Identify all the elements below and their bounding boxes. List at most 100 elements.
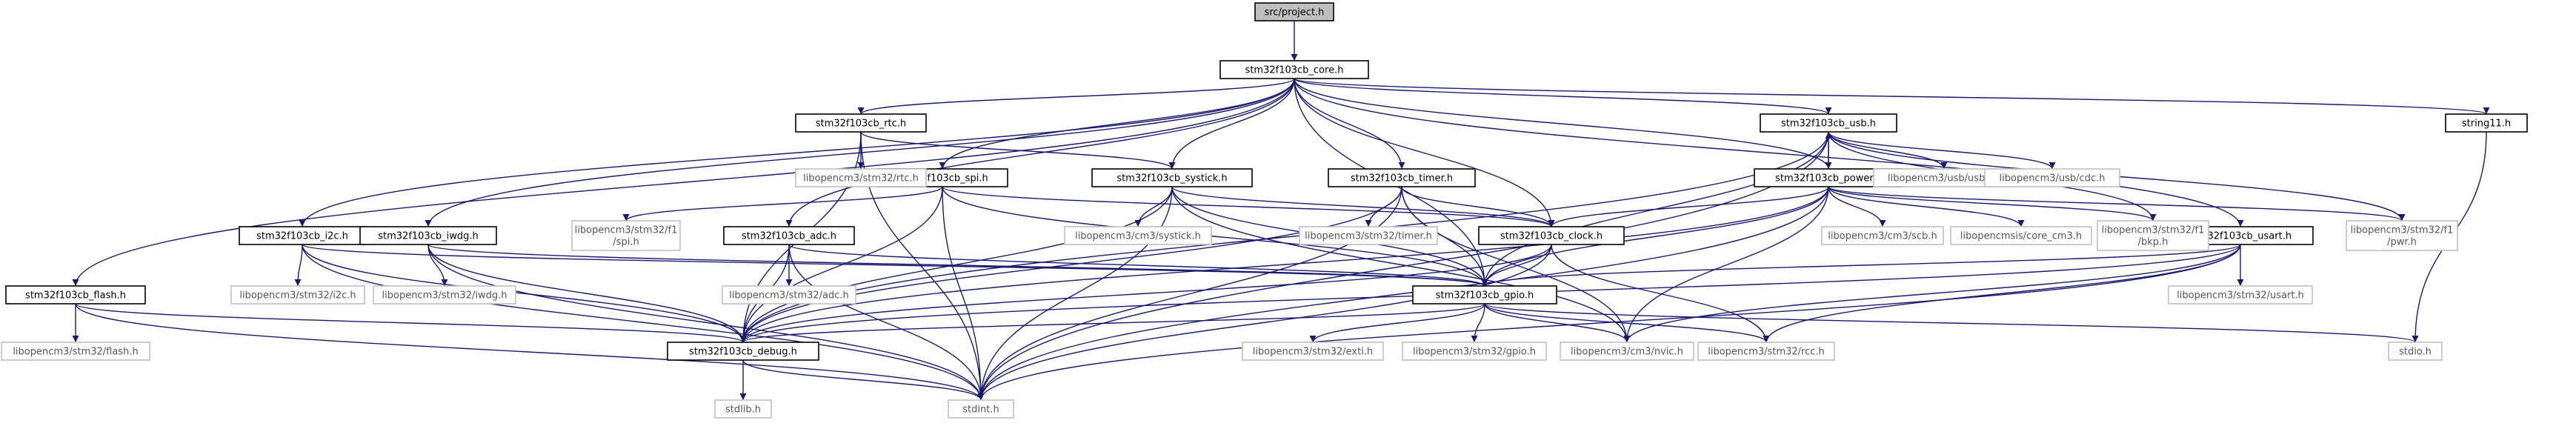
node-timer[interactable]: stm32f103cb_timer.h (1328, 168, 1476, 187)
node-label: libopencm3/stm32/flash.h (13, 347, 138, 358)
node-clock[interactable]: stm32f103cb_clock.h (1478, 226, 1625, 245)
node-box (795, 168, 927, 187)
node-box (1478, 226, 1625, 245)
node-ext-rcc: libopencm3/stm32/rcc.h (1697, 342, 1835, 361)
edges-layer (72, 20, 2489, 401)
edge-core-to-clock (1294, 78, 1555, 227)
node-label: stdlib.h (725, 405, 761, 416)
node-box (1760, 113, 1897, 133)
node-gpio[interactable]: stm32f103cb_gpio.h (1412, 285, 1557, 304)
node-box (571, 220, 681, 251)
edge-iwdg-to-stdint (427, 244, 985, 401)
edge-clock-to-debug (739, 244, 1552, 343)
node-box (1984, 168, 2120, 187)
edge-gpio-to-ext_rcc (1484, 303, 1770, 343)
edge-rtc-to-systick (860, 131, 1176, 170)
node-ext-pwr: libopencm3/stm32/f1/pwr.h (2346, 220, 2458, 251)
node-rtc[interactable]: stm32f103cb_rtc.h (795, 113, 927, 133)
edge-core-to-string11 (1294, 78, 2489, 115)
node-iwdg[interactable]: stm32f103cb_iwdg.h (359, 226, 497, 245)
edge-core-to-systick (1168, 78, 1295, 170)
node-label: libopencm3/stm32/adc.h (729, 290, 849, 302)
node-flash[interactable]: stm32f103cb_flash.h (5, 285, 146, 304)
edge-usb-to-ext_usbd (1828, 131, 1948, 170)
node-label: stm32f103cb_power.h (1775, 173, 1882, 184)
node-ext-iwdg: libopencm3/stm32/iwdg.h (373, 285, 516, 304)
node-string11[interactable]: string11.h (2445, 113, 2528, 133)
node-ext-scb: libopencm3/cm3/scb.h (1821, 226, 1944, 245)
edge-i2c-to-ext_i2c (294, 244, 303, 287)
node-i2c[interactable]: stm32f103cb_i2c.h (239, 226, 366, 245)
node-label: stm32f103cb_debug.h (689, 347, 797, 358)
node-label: libopencm3/stm32/rtc.h (803, 173, 919, 184)
node-box (1328, 168, 1476, 187)
node-box (1821, 226, 1944, 245)
edge-adc-to-stdint (788, 244, 985, 401)
node-ext-exti: libopencm3/stm32/exti.h (1242, 342, 1384, 361)
node-systick[interactable]: stm32f103cb_systick.h (1091, 168, 1253, 187)
edge-core-to-power (1294, 78, 1832, 170)
edge-i2c-to-stdint (302, 244, 985, 401)
node-box (1091, 168, 1253, 187)
edge-i2c-to-gpio (302, 244, 1488, 287)
edge-usb-to-debug (739, 131, 1829, 343)
node-label: libopencm3/usb/usbd.h (1888, 173, 2000, 184)
edge-spi-to-stdint (942, 186, 985, 401)
node-debug[interactable]: stm32f103cb_debug.h (667, 342, 819, 361)
edge-core-to-timer (1294, 78, 1405, 170)
edge-gpio-to-ext_exti (1309, 303, 1485, 343)
edge-power-to-clock (1548, 186, 1829, 227)
edge-core-to-spi (939, 78, 1295, 170)
node-label: libopencm3/stm32/f1/spi.h (575, 225, 678, 248)
node-label: stm32f103cb_gpio.h (1436, 290, 1534, 302)
node-label: stm32f103cb_usb.h (1781, 119, 1876, 130)
node-box (1299, 226, 1438, 245)
node-ext-spi: libopencm3/stm32/f1/spi.h (571, 220, 681, 251)
node-label: libopencm3/stm32/gpio.h (1413, 347, 1536, 358)
edge-power-to-ext_bkp (1828, 186, 2157, 222)
node-usb[interactable]: stm32f103cb_usb.h (1760, 113, 1897, 133)
node-box (2388, 342, 2443, 361)
node-box (2445, 113, 2528, 133)
node-label: libopencm3/stm32/f1/pwr.h (2351, 225, 2454, 248)
edge-power-to-ext_corecm3 (1828, 186, 2025, 227)
edge-power-to-gpio (1481, 186, 1829, 287)
node-ext-cdc: libopencm3/usb/cdc.h (1984, 168, 2120, 187)
node-box (1950, 226, 2092, 245)
node-box (2168, 285, 2313, 304)
node-ext-flash: libopencm3/stm32/flash.h (1, 342, 150, 361)
node-ext-bkp: libopencm3/stm32/f1/bkp.h (2097, 220, 2209, 251)
edge-power-to-ext_pwr (1828, 186, 2406, 222)
edge-spi-to-ext_spi (622, 186, 943, 222)
node-label: stm32f103cb_flash.h (25, 290, 126, 302)
node-label: stm32f103cb_clock.h (1500, 231, 1602, 242)
edge-spi-to-gpio (942, 186, 1488, 287)
node-box (5, 285, 146, 304)
node-adc[interactable]: stm32f103cb_adc.h (723, 226, 855, 245)
edge-flash-to-stdint (75, 303, 985, 401)
node-box (1560, 342, 1694, 361)
node-box (714, 399, 772, 419)
edge-usb-to-ext_cdc (1828, 131, 2056, 170)
edge-core-to-adc (785, 78, 1295, 227)
node-label: libopencm3/cm3/scb.h (1828, 231, 1937, 242)
node-box (373, 285, 516, 304)
node-ext-nvic: libopencm3/cm3/nvic.h (1560, 342, 1694, 361)
node-label: libopencm3/cm3/systick.h (1075, 231, 1201, 242)
edge-systick-to-clock (1171, 186, 1555, 227)
node-project[interactable]: src/project.h (1254, 2, 1334, 21)
node-box (359, 226, 497, 245)
edge-systick-to-ext_cm3systick (1134, 186, 1173, 227)
node-label: libopencm3/cm3/nvic.h (1571, 347, 1683, 358)
node-label: stm32f103cb_usart.h (2189, 231, 2292, 242)
edge-usart-to-gpio (1481, 244, 2241, 287)
node-label: stm32f103cb_core.h (1245, 65, 1344, 76)
edge-core-to-i2c (299, 78, 1295, 227)
node-box (1, 342, 150, 361)
node-ext-adc: libopencm3/stm32/adc.h (722, 285, 856, 304)
edge-gpio-to-debug (739, 303, 1485, 343)
node-ext-gpio: libopencm3/stm32/gpio.h (1402, 342, 1547, 361)
node-box (230, 285, 365, 304)
edge-core-to-usb (1294, 78, 1832, 115)
node-core[interactable]: stm32f103cb_core.h (1219, 60, 1369, 79)
